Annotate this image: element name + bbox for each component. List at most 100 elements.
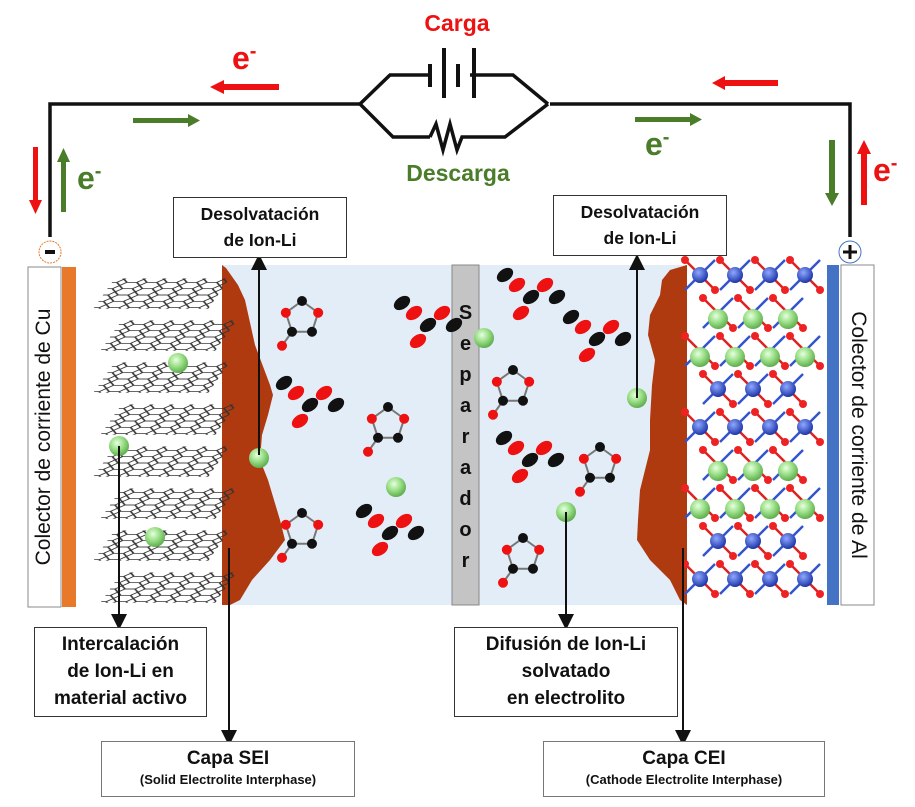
electron-label-right: e- — [873, 152, 898, 188]
lithium-atom — [743, 461, 763, 481]
separator-letter: r — [461, 550, 470, 572]
charge-label: Carga — [424, 10, 490, 36]
oxygen-atom — [764, 476, 772, 484]
oxygen-atom — [799, 476, 807, 484]
oxygen-atom — [681, 256, 689, 264]
oxygen-atom — [786, 560, 794, 568]
cyclic-carbonate-molecule — [277, 508, 324, 563]
transition-metal-atom — [745, 533, 761, 549]
intercalation-box: Intercalación de Ion-Li en material acti… — [34, 627, 207, 717]
oxygen-atom — [799, 400, 807, 408]
resistor-icon — [428, 117, 468, 157]
cathode-crystal-lattice — [681, 256, 824, 598]
oxygen-atom — [716, 560, 724, 568]
transition-metal-atom — [745, 381, 761, 397]
oxygen-atom — [711, 590, 719, 598]
oxygen-atom — [781, 286, 789, 294]
oxygen-atom — [716, 484, 724, 492]
li-ions — [109, 328, 647, 547]
transition-metal-atom — [692, 267, 708, 283]
charge-arrow-left-down — [29, 147, 42, 214]
transition-metal-atom — [780, 533, 796, 549]
aluminum-collector-bar — [827, 265, 839, 605]
oxygen-atom — [729, 400, 737, 408]
transition-metal-atom — [797, 419, 813, 435]
diffusion-box: Difusión de Ion-Li solvatado en electrol… — [454, 627, 678, 717]
desolvation-left-box: Desolvatación de Ion-Li — [173, 197, 347, 258]
separator-letter: a — [459, 395, 472, 417]
oxygen-atom — [816, 362, 824, 370]
lithium-atom — [760, 347, 780, 367]
discharge-arrow-top-left — [133, 114, 200, 127]
oxygen-atom — [699, 522, 707, 530]
oxygen-atom — [786, 256, 794, 264]
discharge-arrow-right-down — [825, 140, 839, 206]
charge-arrow-top-left — [210, 80, 279, 94]
separator-letter: o — [459, 519, 472, 541]
lithium-atom — [778, 309, 798, 329]
oxygen-atom — [729, 552, 737, 560]
oxygen-atom — [699, 294, 707, 302]
oxygen-atom — [699, 446, 707, 454]
li-ion — [249, 448, 269, 468]
circuit-wire — [48, 73, 852, 237]
oxygen-atom — [716, 408, 724, 416]
oxygen-atom — [751, 484, 759, 492]
separator-letter: a — [459, 457, 472, 479]
graphene-sheet — [100, 488, 237, 519]
oxygen-atom — [786, 332, 794, 340]
oxygen-atom — [781, 514, 789, 522]
cyclic-carbonate-molecule — [277, 296, 324, 351]
oxygen-atom — [729, 476, 737, 484]
oxygen-atom — [751, 256, 759, 264]
cyclic-carbonate-molecule — [488, 365, 535, 420]
transition-metal-atom — [762, 267, 778, 283]
oxygen-atom — [751, 408, 759, 416]
graphene-sheet — [100, 572, 237, 603]
desolvation-right-box: Desolvatación de Ion-Li — [553, 195, 727, 256]
oxygen-atom — [711, 514, 719, 522]
charge-arrow-top-right — [712, 76, 778, 90]
cyclic-carbonate-molecule — [363, 402, 410, 457]
transition-metal-atom — [727, 267, 743, 283]
oxygen-atom — [711, 286, 719, 294]
transition-metal-atom — [797, 571, 813, 587]
oxygen-atom — [746, 286, 754, 294]
transition-metal-atom — [797, 267, 813, 283]
cei-layer — [637, 265, 687, 605]
oxygen-atom — [681, 332, 689, 340]
lithium-atom — [725, 499, 745, 519]
li-ion — [474, 328, 494, 348]
transition-metal-atom — [710, 381, 726, 397]
oxygen-atom — [781, 438, 789, 446]
oxygen-atom — [816, 514, 824, 522]
linear-carbonate-molecule — [496, 267, 566, 321]
transition-metal-atom — [780, 381, 796, 397]
graphene-sheet — [93, 278, 230, 309]
linear-carbonate-molecule — [275, 375, 345, 429]
oxygen-atom — [716, 332, 724, 340]
sei-layer — [222, 265, 285, 605]
transition-metal-atom — [727, 571, 743, 587]
lithium-atom — [778, 461, 798, 481]
transition-metal-atom — [710, 533, 726, 549]
sei-box: Capa SEI (Solid Electrolite Interphase) — [101, 741, 355, 797]
oxygen-atom — [746, 590, 754, 598]
electron-label-top-left: e- — [232, 40, 257, 76]
graphene-sheet — [100, 320, 237, 351]
oxygen-atom — [781, 362, 789, 370]
oxygen-atom — [786, 484, 794, 492]
oxygen-atom — [746, 514, 754, 522]
electron-label-top-right: e- — [645, 126, 670, 162]
solvent-molecules — [275, 267, 632, 588]
copper-collector-bar — [62, 267, 76, 607]
graphene-sheet — [93, 530, 230, 561]
oxygen-atom — [816, 438, 824, 446]
copper-collector-label: Colector de corriente de Cu — [32, 308, 55, 566]
oxygen-atom — [681, 484, 689, 492]
discharge-label: Descarga — [406, 160, 510, 186]
lithium-atom — [708, 309, 728, 329]
transition-metal-atom — [727, 419, 743, 435]
oxygen-atom — [681, 408, 689, 416]
